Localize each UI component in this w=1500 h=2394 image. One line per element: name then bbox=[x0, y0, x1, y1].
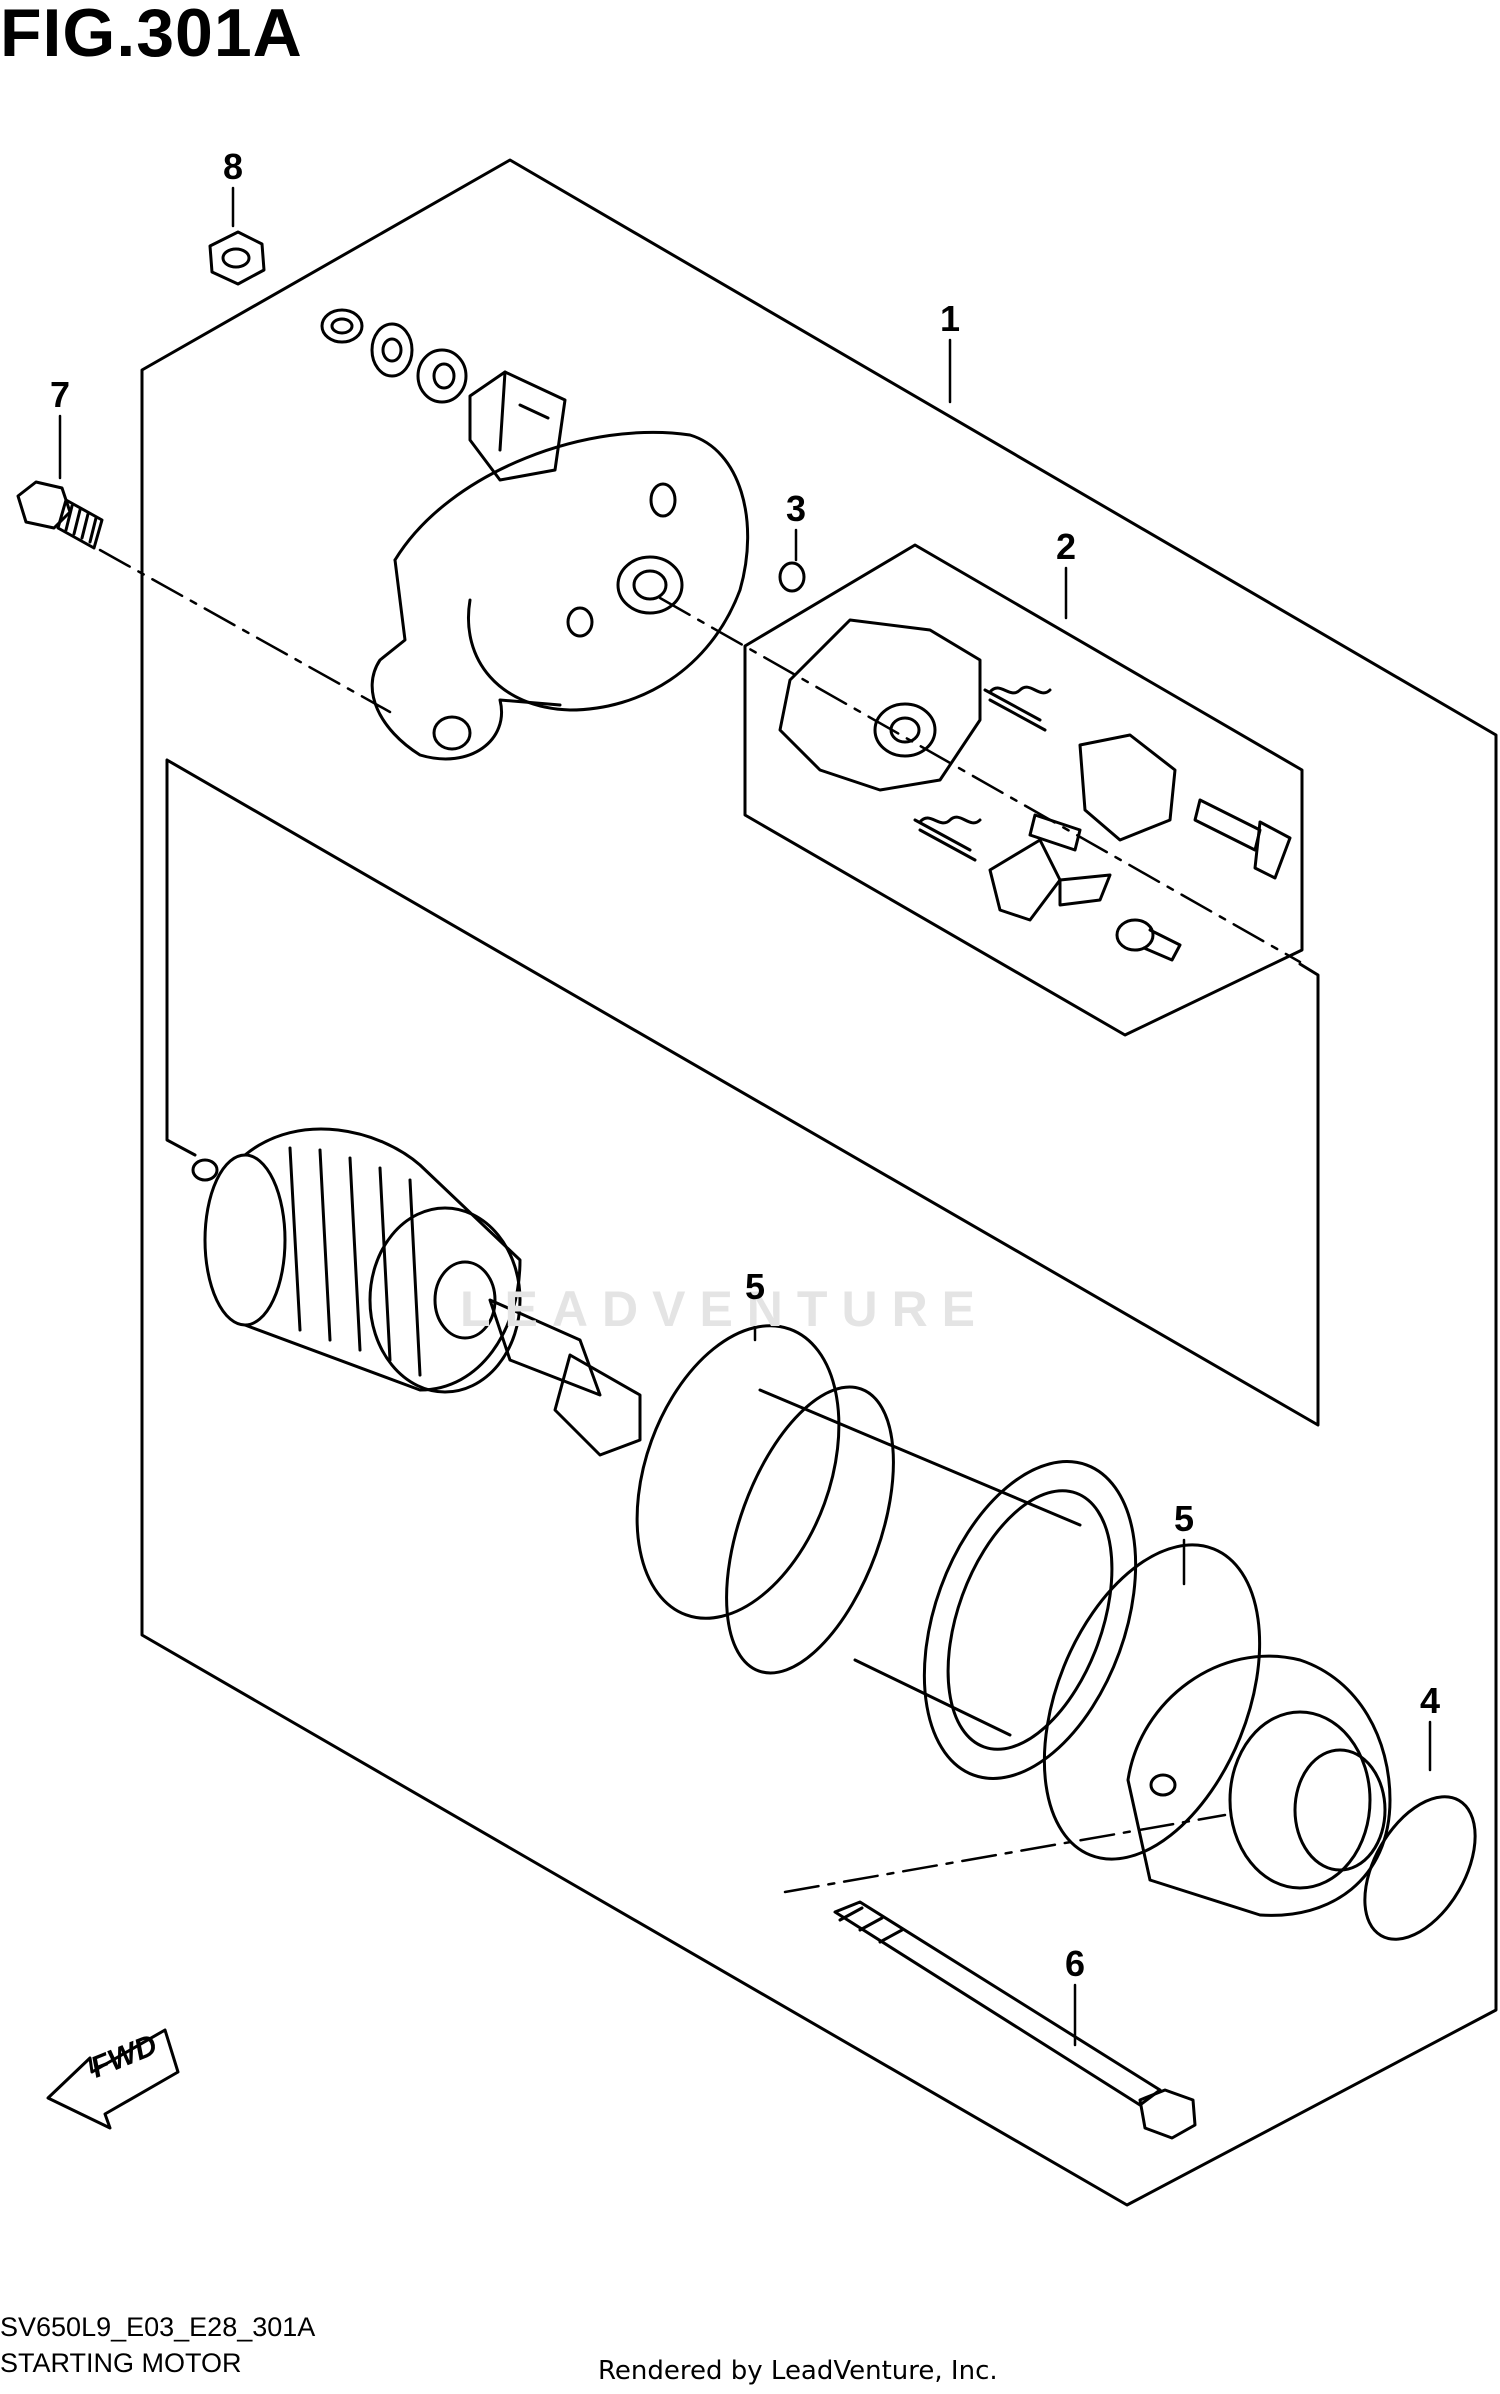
o-ring-part-5a bbox=[635, 1324, 841, 1620]
figure-name: STARTING MOTOR bbox=[0, 2348, 242, 2378]
callout-8: 8 bbox=[222, 146, 244, 187]
center-lines bbox=[98, 548, 1302, 1894]
o-ring-part-3 bbox=[778, 561, 806, 593]
callout-6: 6 bbox=[1064, 1943, 1086, 1984]
callout-4: 4 bbox=[1419, 1680, 1441, 1721]
callout-3: 3 bbox=[785, 488, 807, 529]
brush-holder-assembly bbox=[778, 618, 1292, 962]
fwd-arrow-icon bbox=[46, 2028, 180, 2130]
rotor-box-outline bbox=[165, 758, 1320, 1427]
front-bracket bbox=[1126, 1654, 1392, 1917]
callout-2: 2 bbox=[1055, 526, 1077, 567]
assembly-outline bbox=[140, 158, 1498, 2207]
figure-title: FIG.301A bbox=[0, 0, 303, 71]
callout-1: 1 bbox=[939, 298, 961, 339]
leader-lines bbox=[58, 186, 1432, 2047]
watermark-text: LEADVENTURE bbox=[460, 1281, 990, 1337]
o-ring-part-5b bbox=[1042, 1543, 1262, 1861]
end-cover bbox=[370, 430, 750, 761]
bolt-part-7 bbox=[16, 480, 104, 550]
long-bolt-part-6 bbox=[833, 1900, 1197, 2140]
brush-box-outline bbox=[743, 543, 1304, 1037]
callout-5-upper: 5 bbox=[744, 1266, 766, 1307]
callout-7: 7 bbox=[49, 374, 71, 415]
callout-5-lower: 5 bbox=[1173, 1498, 1195, 1539]
render-credit: Rendered by LeadVenture, Inc. bbox=[598, 2356, 998, 2386]
figure-code: SV650L9_E03_E28_301A bbox=[0, 2312, 316, 2342]
nut-part-8 bbox=[208, 230, 266, 286]
armature bbox=[191, 1127, 642, 1457]
washer-stack bbox=[320, 308, 567, 482]
o-ring-part-4 bbox=[1363, 1795, 1477, 1941]
yoke-housing bbox=[725, 1385, 1138, 1780]
